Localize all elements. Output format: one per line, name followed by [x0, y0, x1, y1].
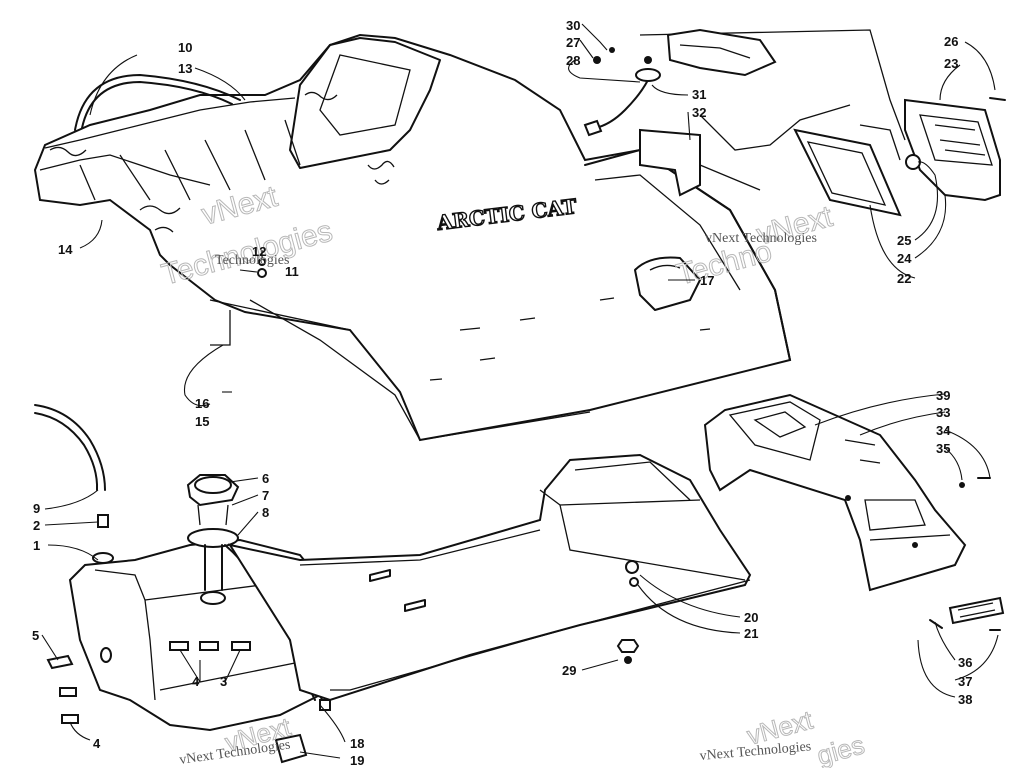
callout-11: 11 — [285, 264, 299, 279]
leader-lines — [41, 23, 999, 759]
callout-5: 5 — [32, 628, 39, 643]
callout-35: 35 — [936, 441, 950, 456]
callout-15: 15 — [195, 414, 209, 429]
callout-2: 2 — [33, 518, 40, 533]
callout-13: 13 — [178, 61, 192, 76]
callout-20: 20 — [744, 610, 758, 625]
watermark-small-1: Technologies — [215, 253, 289, 268]
callout-3: 3 — [220, 674, 227, 689]
callout-4-lower: 4 — [93, 736, 101, 751]
watermark-small-2: vNext Technologies — [705, 231, 817, 246]
taillight-assembly — [583, 28, 1006, 217]
callout-16: 16 — [195, 396, 209, 411]
callout-4-upper: 4 — [192, 674, 200, 689]
callout-8: 8 — [262, 505, 269, 520]
callout-17: 17 — [700, 273, 714, 288]
watermark-company-4: gies — [814, 729, 868, 768]
callout-23: 23 — [944, 56, 958, 71]
callout-27: 27 — [566, 35, 580, 50]
callout-labels: 10 13 14 12 11 16 15 17 30 27 28 31 32 2… — [32, 18, 972, 768]
callout-12: 12 — [252, 244, 266, 259]
callout-37: 37 — [958, 674, 972, 689]
callout-10: 10 — [178, 40, 192, 55]
callout-21: 21 — [744, 626, 758, 641]
callout-30: 30 — [566, 18, 580, 33]
rear-bracket — [703, 393, 1005, 631]
callout-39: 39 — [936, 388, 950, 403]
callout-29: 29 — [562, 663, 576, 678]
callout-33: 33 — [936, 405, 950, 420]
callout-34: 34 — [936, 423, 951, 438]
callout-18: 18 — [350, 736, 364, 751]
callout-36: 36 — [958, 655, 972, 670]
callout-6: 6 — [262, 471, 269, 486]
callout-9: 9 — [33, 501, 40, 516]
callout-32: 32 — [692, 105, 706, 120]
callout-14: 14 — [58, 242, 73, 257]
callout-25: 25 — [897, 233, 911, 248]
callout-7: 7 — [262, 488, 269, 503]
hood-assembly: ARCTIC CAT — [33, 33, 792, 442]
callout-24: 24 — [897, 251, 912, 266]
callout-22: 22 — [897, 271, 911, 286]
callout-1: 1 — [33, 538, 40, 553]
chassis-tunnel — [227, 453, 752, 764]
callout-28: 28 — [566, 53, 580, 68]
callout-26: 26 — [944, 34, 958, 49]
callout-19: 19 — [350, 753, 364, 768]
callout-31: 31 — [692, 87, 706, 102]
callout-38: 38 — [958, 692, 972, 707]
